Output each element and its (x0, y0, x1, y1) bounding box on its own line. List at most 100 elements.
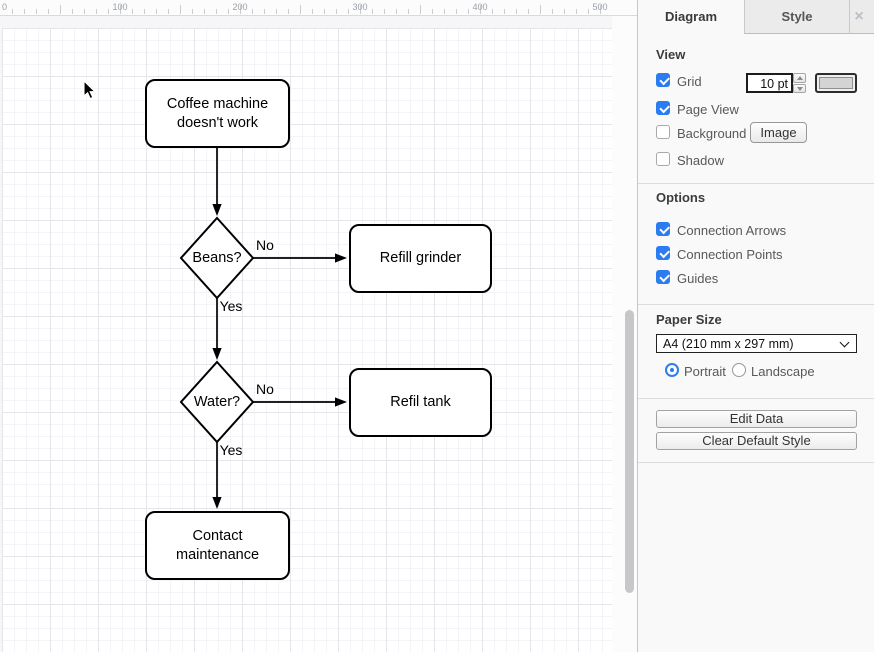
ruler-label: 500 (592, 2, 608, 12)
grid-size-input[interactable]: 10 pt (746, 73, 793, 93)
ruler-tick (552, 9, 553, 14)
ruler-tick (168, 9, 169, 14)
node-beans-decision-label: Beans? (192, 250, 242, 266)
option-checkbox[interactable] (656, 246, 670, 260)
arrowhead-icon (335, 253, 347, 263)
ruler-tick (492, 9, 493, 14)
grid-color-swatch[interactable] (815, 73, 857, 93)
ruler-tick (444, 9, 445, 14)
ruler-tick (312, 9, 313, 14)
format-panel-tabbar: Diagram Style × (638, 0, 874, 34)
edit-data-button[interactable]: Edit Data (656, 410, 857, 428)
node-coffee-machine[interactable]: Coffee machine doesn't work (145, 79, 290, 148)
close-panel-icon[interactable]: × (854, 8, 864, 25)
stepper-down-icon[interactable] (793, 83, 806, 93)
vertical-scrollbar[interactable] (612, 16, 637, 652)
ruler-tick (336, 9, 337, 14)
arrowhead-icon (335, 397, 347, 407)
arrowhead-icon (212, 348, 222, 360)
ruler-tick (60, 5, 61, 14)
shadow-checkbox[interactable] (656, 152, 670, 166)
edge-water-to-contact[interactable] (212, 442, 222, 509)
ruler-tick (480, 5, 481, 14)
landscape-radio[interactable] (732, 363, 746, 377)
section-divider (638, 183, 874, 184)
ruler-tick (516, 9, 517, 14)
node-beans-decision[interactable] (179, 216, 255, 300)
ruler-tick (96, 9, 97, 14)
ruler-tick (540, 5, 541, 14)
clear-default-style-button[interactable]: Clear Default Style (656, 432, 857, 450)
shadow-label: Shadow (677, 153, 724, 168)
options-section-title: Options (656, 190, 706, 205)
format-panel: Diagram Style × View Grid 10 pt Page Vie… (637, 0, 874, 652)
ruler-tick (576, 9, 577, 14)
edge-label[interactable]: Yes (219, 298, 243, 314)
ruler-tick (276, 9, 277, 14)
ruler-tick (348, 9, 349, 14)
ruler-tick (36, 9, 37, 14)
edge-start-to-beans[interactable] (212, 148, 222, 216)
grid-color-fill (819, 77, 853, 89)
ruler-tick (588, 9, 589, 14)
ruler-tick (108, 9, 109, 14)
section-divider (638, 462, 874, 463)
ruler-label: 100 (112, 2, 128, 12)
ruler-tick (264, 9, 265, 14)
option-checkbox[interactable] (656, 222, 670, 236)
tab-style[interactable]: Style (744, 0, 850, 34)
option-label: Connection Arrows (677, 223, 787, 238)
edge-label[interactable]: No (256, 381, 274, 397)
ruler-tick (528, 9, 529, 14)
ruler-tick (372, 9, 373, 14)
node-refil-tank[interactable]: Refil tank (349, 368, 492, 437)
section-divider (638, 398, 874, 399)
ruler-tick (48, 9, 49, 14)
node-contact-maintenance[interactable]: Contact maintenance (145, 511, 290, 580)
ruler-tick (12, 9, 13, 14)
page-view-label: Page View (677, 102, 739, 117)
ruler-tick (288, 9, 289, 14)
option-label: Connection Points (677, 247, 783, 262)
paper-size-select[interactable]: A4 (210 mm x 297 mm) (656, 334, 857, 353)
edge-beans-to-grinder[interactable] (253, 253, 347, 263)
background-checkbox[interactable] (656, 125, 670, 139)
ruler-tick (84, 9, 85, 14)
scrollbar-thumb[interactable] (625, 310, 634, 593)
portrait-radio[interactable] (665, 363, 679, 377)
ruler-tick (180, 5, 181, 14)
ruler-tick (132, 9, 133, 14)
mouse-cursor-icon (83, 80, 97, 100)
edge-beans-to-water[interactable] (212, 298, 222, 360)
stepper-up-icon[interactable] (793, 73, 806, 83)
ruler-tick (72, 9, 73, 14)
background-label: Background (677, 126, 747, 141)
background-image-button[interactable]: Image (750, 122, 807, 143)
page-view-checkbox[interactable] (656, 101, 670, 115)
chevron-down-icon (839, 337, 850, 348)
node-refill-grinder[interactable]: Refill grinder (349, 224, 492, 293)
ruler-tick (240, 5, 241, 14)
portrait-label: Portrait (684, 364, 726, 379)
edge-label[interactable]: Yes (219, 442, 243, 458)
ruler-tick (468, 9, 469, 14)
ruler-tick (384, 9, 385, 14)
arrowhead-icon (212, 204, 222, 216)
paper-size-section-title: Paper Size (656, 312, 722, 327)
tab-diagram[interactable]: Diagram (638, 0, 744, 34)
edge-label[interactable]: No (256, 237, 274, 253)
grid-size-stepper (793, 73, 806, 93)
ruler-tick (504, 9, 505, 14)
landscape-label: Landscape (751, 364, 815, 379)
ruler-tick (192, 9, 193, 14)
node-water-decision[interactable] (179, 360, 255, 444)
arrowhead-icon (212, 497, 222, 509)
option-checkbox[interactable] (656, 270, 670, 284)
ruler-tick (300, 5, 301, 14)
grid-checkbox[interactable] (656, 73, 670, 87)
ruler-tick (204, 9, 205, 14)
edge-water-to-tank[interactable] (253, 397, 347, 407)
